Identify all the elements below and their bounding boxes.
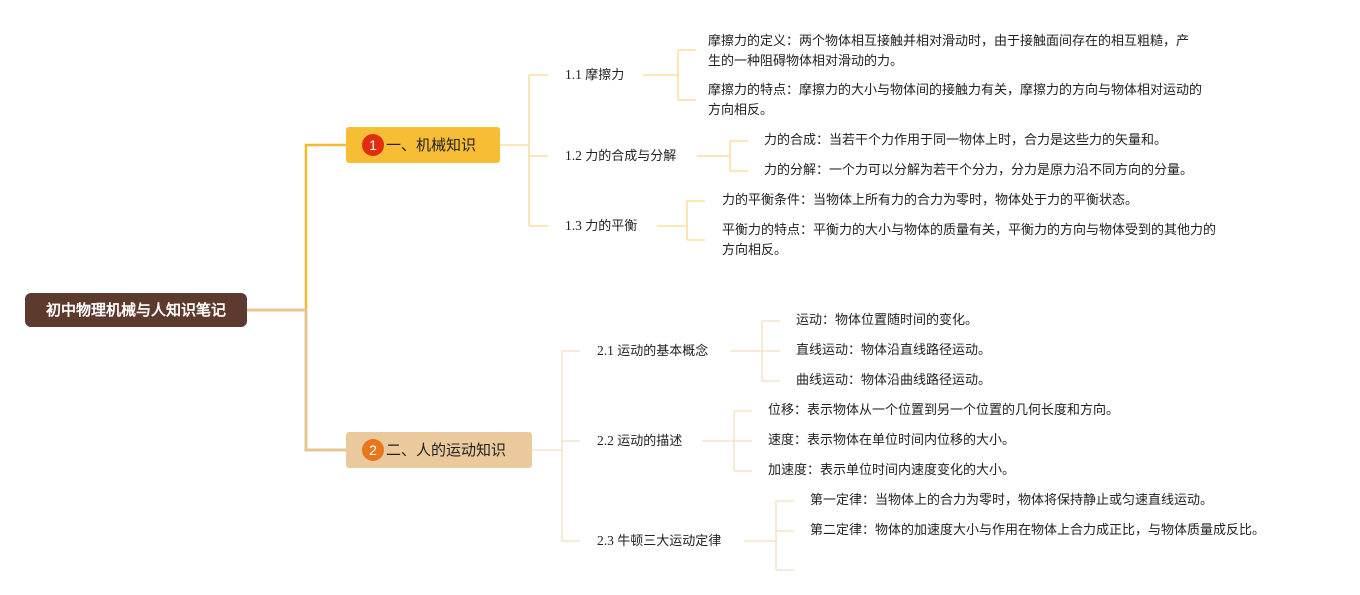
- subtopic-node-1-3[interactable]: 1.3 力的平衡: [565, 217, 637, 236]
- connector-2-2-leaves: [702, 410, 752, 472]
- subtopic-code: 1.3: [565, 218, 582, 233]
- leaf-node[interactable]: 速度：表示物体在单位时间内位移的大小。: [768, 433, 1016, 448]
- leaf-node[interactable]: 力的平衡条件：当物体上所有力的合力为零时，物体处于力的平衡状态。: [722, 193, 1139, 208]
- connector-1-1-leaves: [643, 49, 696, 101]
- subtopic-code: 1.1: [565, 67, 582, 82]
- leaf-node[interactable]: 第二定律：物体的加速度大小与作用在物体上合力成正比，与物体质量成反比。: [810, 523, 1266, 538]
- connector-2-3-leaves: [744, 500, 794, 571]
- leaf-node[interactable]: 加速度：表示单位时间内速度变化的大小。: [768, 463, 1016, 478]
- connector-1-2-leaves: [697, 140, 748, 172]
- connector-sec1-subs: [500, 74, 548, 227]
- section-node-1[interactable]: 1 一、机械知识: [346, 127, 500, 163]
- subtopic-code: 1.2: [565, 148, 582, 163]
- subtopic-label: 运动的基本概念: [617, 344, 709, 359]
- connector-root-sec1: [247, 143, 346, 312]
- section-label: 一、机械知识: [386, 136, 477, 154]
- subtopic-label: 摩擦力: [585, 68, 625, 83]
- subtopic-label: 运动的描述: [617, 434, 683, 449]
- connector-root-sec2: [247, 308, 346, 452]
- subtopic-code: 2.1: [597, 343, 614, 358]
- subtopic-label: 力的合成与分解: [585, 149, 677, 164]
- subtopic-node-2-1[interactable]: 2.1 运动的基本概念: [597, 342, 708, 361]
- leaf-node[interactable]: 位移：表示物体从一个位置到另一个位置的几何长度和方向。: [768, 403, 1120, 418]
- leaf-node[interactable]: 平衡力的特点：平衡力的大小与物体的质量有关，平衡力的方向与物体受到的其他力的方向…: [722, 223, 1217, 258]
- leaf-node[interactable]: 第一定律：当物体上的合力为零时，物体将保持静止或匀速直线运动。: [810, 493, 1214, 508]
- connector-1-3-leaves: [657, 200, 705, 241]
- subtopic-label: 力的平衡: [585, 219, 638, 234]
- leaf-node[interactable]: 直线运动：物体沿直线路径运动。: [796, 343, 992, 358]
- leaf-node[interactable]: 力的合成：当若干个力作用于同一物体上时，合力是这些力的矢量和。: [764, 133, 1168, 148]
- leaf-node[interactable]: 摩擦力的定义：两个物体相互接触并相对滑动时，由于接触面间存在的相互粗糙，产生的一…: [708, 34, 1190, 69]
- section-label: 二、人的运动知识: [386, 441, 507, 459]
- subtopic-code: 2.3: [597, 533, 614, 548]
- subtopic-node-1-1[interactable]: 1.1 摩擦力: [565, 66, 624, 85]
- leaf-node[interactable]: 运动：物体位置随时间的变化。: [796, 313, 979, 328]
- subtopic-code: 2.2: [597, 433, 614, 448]
- subtopic-label: 牛顿三大运动定律: [617, 534, 722, 549]
- subtopic-node-2-2[interactable]: 2.2 运动的描述: [597, 432, 682, 451]
- section-node-2[interactable]: 2 二、人的运动知识: [346, 432, 532, 468]
- connector-sec2-subs: [532, 350, 580, 542]
- connector-2-1-leaves: [730, 320, 780, 382]
- leaf-node[interactable]: 曲线运动：物体沿曲线路径运动。: [796, 373, 992, 388]
- subtopic-node-1-2[interactable]: 1.2 力的合成与分解: [565, 147, 676, 166]
- subtopic-node-2-3[interactable]: 2.3 牛顿三大运动定律: [597, 532, 721, 551]
- section-number-badge: 2: [362, 439, 384, 461]
- leaf-node[interactable]: 力的分解：一个力可以分解为若干个分力，分力是原力沿不同方向的分量。: [764, 163, 1194, 178]
- section-number-badge: 1: [362, 134, 384, 156]
- root-node[interactable]: 初中物理机械与人知识笔记: [25, 293, 247, 327]
- leaf-node[interactable]: 摩擦力的特点：摩擦力的大小与物体间的接触力有关，摩擦力的方向与物体相对运动的方向…: [708, 83, 1203, 118]
